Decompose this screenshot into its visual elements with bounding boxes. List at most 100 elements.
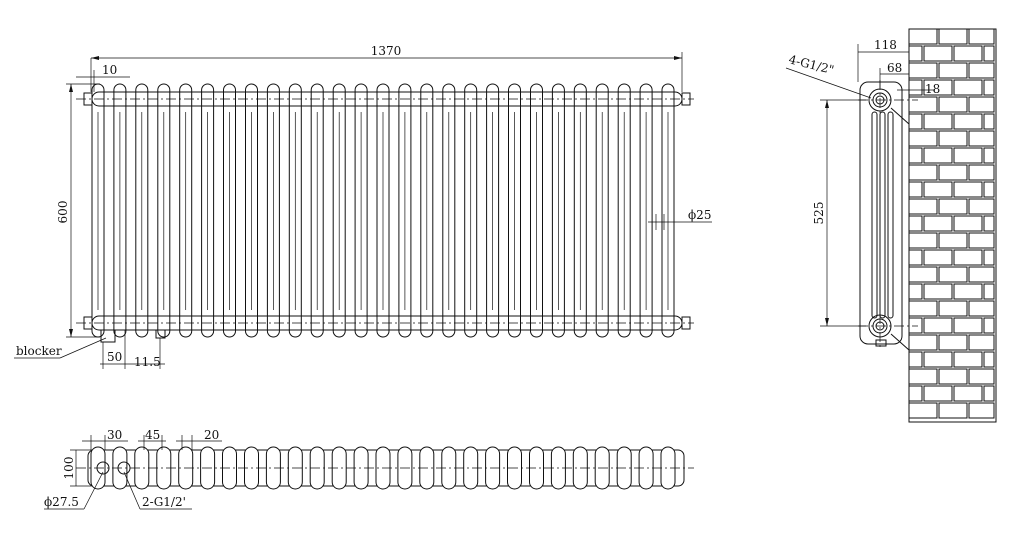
- edge-offset-label: 10: [102, 63, 117, 77]
- front-columns: [91, 83, 675, 338]
- brick: [983, 113, 995, 130]
- brick: [908, 147, 923, 164]
- blocker-width-label: 11.5: [134, 355, 161, 369]
- top-view: 30 45 20 100 ϕ27.5 2-G1/2': [44, 428, 694, 510]
- brick: [908, 232, 938, 249]
- brick: [983, 283, 995, 300]
- brick: [953, 113, 983, 130]
- brick: [968, 130, 995, 147]
- center-distance-arrow-top: [825, 100, 829, 108]
- valve-offset-label: 50: [107, 350, 122, 364]
- brick: [908, 198, 938, 215]
- width-arrow-right: [674, 56, 682, 60]
- brick: [938, 164, 968, 181]
- brick: [968, 368, 995, 385]
- connection-label: 4-G1/2": [787, 52, 835, 77]
- brick: [923, 317, 953, 334]
- brick: [908, 96, 938, 113]
- brick-wall: [908, 28, 995, 419]
- brick: [938, 266, 968, 283]
- brick: [938, 96, 968, 113]
- brick: [908, 130, 938, 147]
- height-arrow-top: [69, 84, 73, 92]
- brick: [908, 164, 938, 181]
- width-label: 1370: [371, 44, 402, 58]
- brick: [923, 249, 953, 266]
- top-depth-label: 100: [62, 457, 76, 480]
- brick: [953, 385, 983, 402]
- brick: [953, 351, 983, 368]
- brick: [953, 181, 983, 198]
- brick: [938, 300, 968, 317]
- blocker-shape-right: [155, 329, 166, 339]
- brick: [953, 283, 983, 300]
- brick: [908, 62, 938, 79]
- inlet-diameter-label: ϕ27.5: [44, 495, 79, 509]
- brick: [908, 402, 938, 419]
- side-radiator-body: [859, 81, 903, 345]
- brick: [968, 266, 995, 283]
- brick: [908, 45, 923, 62]
- side-bottom-valve: [875, 339, 887, 347]
- brick: [953, 249, 983, 266]
- brick: [923, 181, 953, 198]
- brick: [968, 28, 995, 45]
- top-fins: [90, 446, 676, 490]
- brick: [938, 232, 968, 249]
- brick: [923, 45, 953, 62]
- brick: [968, 96, 995, 113]
- connection-leader: [785, 67, 872, 99]
- brick: [968, 334, 995, 351]
- side-view: 118 68 18 4-G1/2" 525: [785, 28, 997, 423]
- center-distance-label: 525: [812, 202, 826, 225]
- brick: [968, 198, 995, 215]
- brick: [938, 198, 968, 215]
- inlet-circle-left: [96, 461, 110, 475]
- brick: [923, 351, 953, 368]
- inner-depth-label: 68: [887, 61, 902, 75]
- brick: [908, 283, 923, 300]
- wall-gap-label: 18: [925, 82, 940, 96]
- brick: [983, 181, 995, 198]
- brick: [908, 385, 923, 402]
- brick: [923, 113, 953, 130]
- brick: [908, 249, 923, 266]
- brick: [983, 385, 995, 402]
- brick: [953, 215, 983, 232]
- brick: [983, 249, 995, 266]
- brick: [923, 147, 953, 164]
- brick: [923, 79, 953, 96]
- brick: [938, 28, 968, 45]
- inlet-circle-right: [117, 461, 131, 475]
- width-arrow-left: [91, 56, 99, 60]
- inlet-diameter-leader: [83, 471, 104, 510]
- brick: [908, 181, 923, 198]
- brick: [908, 79, 923, 96]
- brick: [938, 62, 968, 79]
- gap-label: 20: [204, 428, 219, 442]
- blocker-label: blocker: [16, 344, 62, 358]
- brick: [923, 283, 953, 300]
- inlet-connection-label: 2-G1/2': [142, 495, 186, 509]
- blocker-leader: [59, 337, 107, 359]
- brick: [953, 317, 983, 334]
- brick: [968, 402, 995, 419]
- brick: [968, 232, 995, 249]
- brick: [968, 164, 995, 181]
- brick: [908, 368, 938, 385]
- brick: [983, 147, 995, 164]
- brick: [908, 266, 938, 283]
- brick: [938, 402, 968, 419]
- pitch-label: 30: [107, 428, 122, 442]
- brick: [953, 45, 983, 62]
- brick: [953, 147, 983, 164]
- height-label: 600: [56, 201, 70, 224]
- brick: [908, 28, 938, 45]
- brick: [908, 334, 938, 351]
- brick: [983, 215, 995, 232]
- side-depth-label: 118: [874, 38, 897, 52]
- bottom-bracket: [890, 333, 910, 351]
- brick: [968, 300, 995, 317]
- brick: [908, 351, 923, 368]
